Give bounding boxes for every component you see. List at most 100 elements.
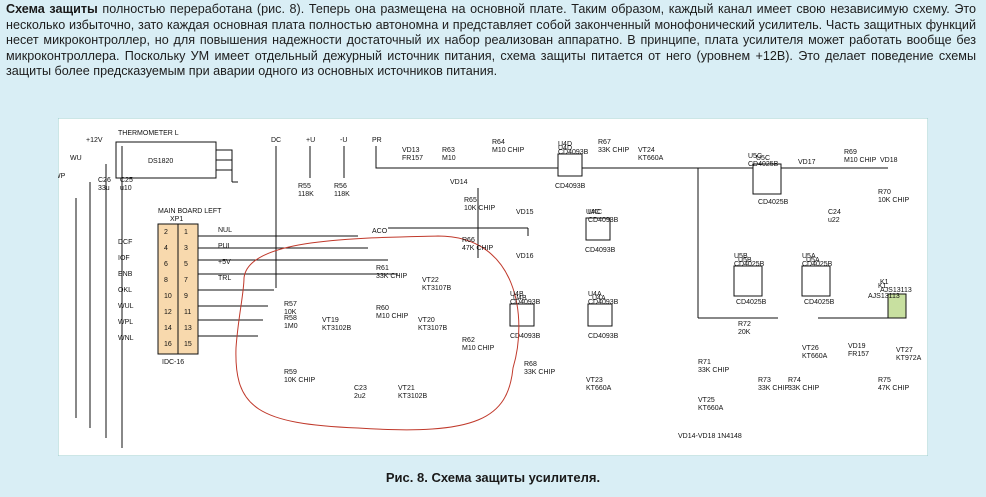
component-value: u22 (828, 217, 840, 224)
connector-pin: 14 (164, 325, 172, 332)
component-value: CD4093B (588, 217, 619, 224)
signal-label: NUL (218, 227, 232, 234)
component-ref: U5C (748, 153, 762, 160)
component-ref: U4C (588, 209, 602, 216)
component-value: 10K (284, 309, 297, 316)
component-ref: VT22 (422, 277, 439, 284)
component-ref: VT23 (586, 377, 603, 384)
component-value: KT3107B (418, 325, 448, 332)
component-ref: R68 (524, 361, 537, 368)
component-value: 1M0 (284, 323, 298, 330)
connector-pin: 3 (184, 245, 188, 252)
rail-aco: ACO (372, 228, 388, 235)
connector-pin: 7 (184, 277, 188, 284)
component-ref: U5B (734, 253, 748, 260)
component-value: 33u (98, 185, 110, 192)
component-ref: R59 (284, 369, 297, 376)
signal-label: DCF (118, 239, 132, 246)
component-ref: R57 (284, 301, 297, 308)
component-value: AJS13113 (880, 287, 912, 294)
component-value: 20K (738, 329, 751, 336)
connector-pin: 11 (184, 309, 191, 316)
svg-text:U4B: U4B (513, 295, 527, 302)
component-ref: R70 (878, 189, 891, 196)
component-value: CD4025B (748, 161, 779, 168)
component-value: 10K CHIP (464, 205, 495, 212)
signal-label: +5V (218, 259, 231, 266)
component-ref: R71 (698, 359, 711, 366)
rail-wp: WP (58, 173, 66, 180)
component-ref: R56 (334, 183, 347, 190)
component-value: 33K CHIP (524, 369, 555, 376)
signal-label: WNL (118, 335, 134, 342)
component-ref: VT25 (698, 397, 715, 404)
protection-schematic: THERMOMETER L DS1820 MAIN BOARD LEFT XP1… (58, 118, 928, 456)
component-ref: R58 (284, 315, 297, 322)
diode-note: VD14-VD18 1N4148 (678, 433, 742, 440)
component-value: CD4093B (510, 299, 541, 306)
top-rails (275, 146, 888, 288)
component-ref: R55 (298, 183, 311, 190)
component-ref: VD16 (516, 253, 534, 260)
component-value: KT972A (896, 355, 922, 362)
component-value: M10 (442, 155, 456, 162)
component-ref: R60 (376, 305, 389, 312)
component-ref: VT26 (802, 345, 819, 352)
svg-text:CD4093B: CD4093B (585, 247, 616, 254)
connector-pin: 9 (184, 293, 188, 300)
connector-ref: XP1 (170, 216, 183, 223)
connector-pin: 5 (184, 261, 188, 268)
component-value: 33K CHIP (788, 385, 819, 392)
intro-paragraph: Схема защиты полностью переработана (рис… (6, 2, 976, 80)
svg-text:U5C: U5C (756, 155, 770, 162)
component-ref: U5A (802, 253, 816, 260)
connector-pin: 2 (164, 229, 168, 236)
aco-trace (388, 188, 529, 258)
component-value: KT660A (698, 405, 724, 412)
thermometer-label: THERMOMETER L (118, 130, 179, 137)
board-label: MAIN BOARD LEFT (158, 208, 222, 215)
component-value: M10 CHIP (492, 147, 525, 154)
component-value: 118K (298, 191, 314, 198)
connector-pin: 13 (184, 325, 192, 332)
signal-label: TRL (218, 275, 231, 282)
svg-text:CD4093B: CD4093B (555, 183, 586, 190)
component-ref: VT20 (418, 317, 435, 324)
connector-pin: 10 (164, 293, 172, 300)
component-ref: R72 (738, 321, 751, 328)
component-ref: VD17 (798, 159, 816, 166)
component-value: 2u2 (354, 393, 366, 400)
signal-label: WUL (118, 303, 134, 310)
component-value: KT660A (638, 155, 664, 162)
figure-caption: Рис. 8. Схема защиты усилителя. (385, 470, 601, 485)
connector-pin: 1 (184, 229, 188, 236)
component-value: CD4025B (734, 261, 765, 268)
component-value: 33K CHIP (598, 147, 629, 154)
component-value: M10 CHIP (844, 157, 877, 164)
signal-label: ENB (118, 271, 133, 278)
component-ref: R63 (442, 147, 455, 154)
component-ref: R67 (598, 139, 611, 146)
component-ref: C24 (828, 209, 841, 216)
svg-text:U4D: U4D (558, 145, 572, 152)
svg-text:U5A: U5A (806, 257, 820, 264)
connector-pin: 12 (164, 309, 172, 316)
component-ref: R74 (788, 377, 801, 384)
protection-block-outline (235, 235, 520, 431)
component-value: KT3107B (422, 285, 452, 292)
connector-pin: 16 (164, 341, 172, 348)
component-ref: VT24 (638, 147, 655, 154)
thermometer-box (115, 141, 217, 179)
component-value: KT660A (802, 353, 828, 360)
component-ref: C23 (354, 385, 367, 392)
connector-pin: 15 (184, 341, 192, 348)
rail-pos-u: +U (306, 137, 315, 144)
component-ref: R75 (878, 377, 891, 384)
